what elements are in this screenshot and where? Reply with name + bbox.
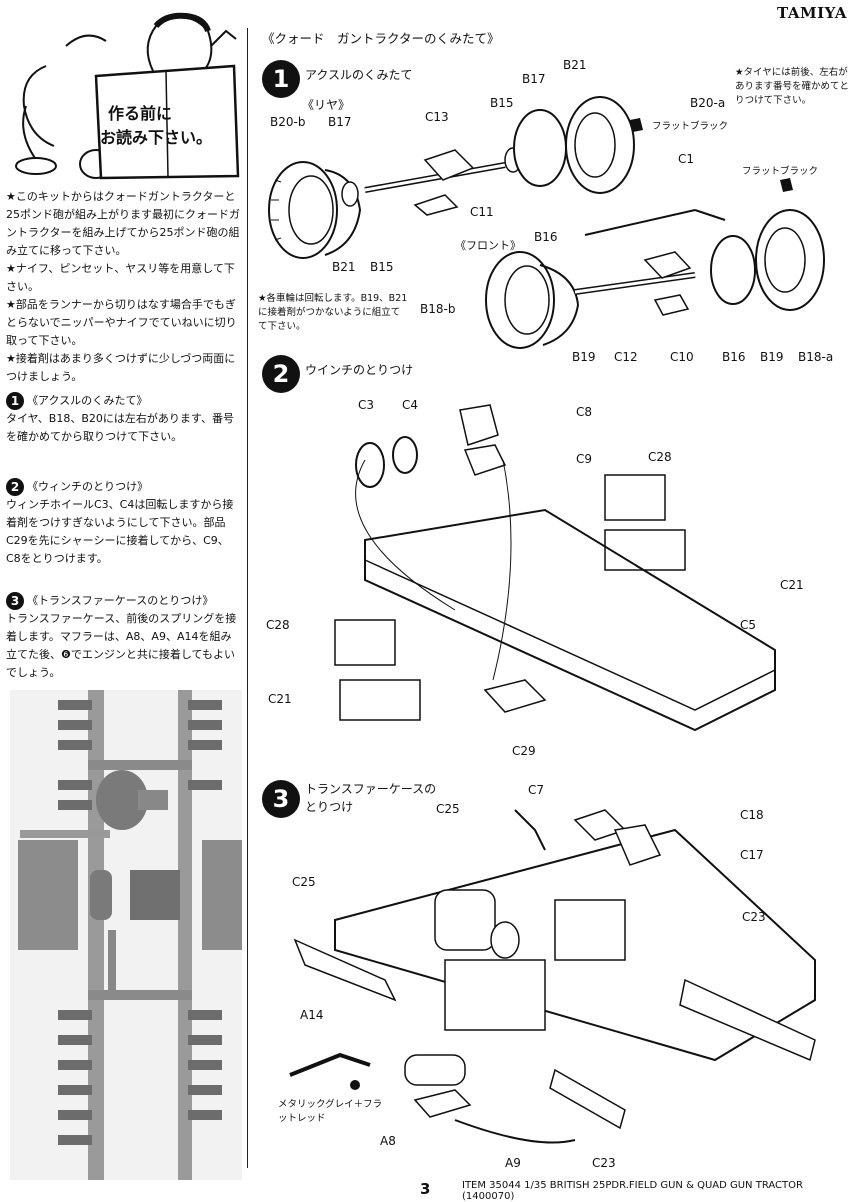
part-label: B16 — [722, 350, 746, 364]
part-label: C23 — [742, 910, 766, 924]
part-label: B20-a — [690, 96, 726, 110]
step2-drawing — [334, 404, 776, 732]
part-label: B15 — [490, 96, 514, 110]
step3-drawing — [289, 809, 816, 1144]
step1-badge: 1 — [262, 60, 300, 98]
part-label: A8 — [380, 1134, 396, 1148]
step2-badge: 2 — [262, 355, 300, 393]
sprue-photo — [10, 690, 242, 1180]
part-label: C25 — [436, 802, 460, 816]
part-label: C29 — [512, 744, 536, 758]
part-label: C25 — [292, 875, 316, 889]
bubble-line1: 作る前に — [108, 104, 173, 123]
intro-line-2: ★ナイフ、ピンセット、ヤスリ等を用意して下さい。 — [6, 262, 235, 293]
part-label: B17 — [328, 115, 352, 129]
flat-black-label-1: フラットブラック — [652, 121, 729, 132]
step2-label: ウインチのとりつけ — [305, 363, 414, 377]
step-text-3-title: 《トランスファーケースのとりつけ》 — [27, 594, 214, 607]
step1-rear-label: 《リヤ》 — [302, 98, 351, 112]
part-label: C12 — [614, 350, 638, 364]
part-label: B18-a — [798, 350, 834, 364]
intro-line-3: ★部品をランナーから切りはなす場合手でもぎとらないでニッパーやナイフでていねいに… — [6, 298, 237, 347]
part-label: C9 — [576, 452, 593, 466]
part-label: C23 — [592, 1156, 616, 1170]
intro-line-4: ★接着剤はあまり多くつけずに少しづつ両面につけましょう。 — [6, 352, 236, 383]
step1-front-label: 《フロント》 — [455, 239, 521, 252]
part-label: C1 — [678, 152, 695, 166]
part-label: C4 — [402, 398, 419, 412]
reader-illustration — [15, 12, 240, 180]
part-label: B19 — [572, 350, 596, 364]
column-divider — [247, 28, 248, 1168]
part-label: C18 — [740, 808, 764, 822]
step3-badge: 3 — [262, 780, 300, 818]
paint-note: メタリックグレイ＋フラットレッド — [278, 1099, 383, 1124]
bubble-line2: お読み下さい。 — [100, 128, 213, 147]
part-label: C21 — [780, 578, 804, 592]
part-label: B18-b — [420, 302, 456, 316]
step1-drawing — [268, 96, 825, 349]
intro-text: ★このキットからはクォードガントラクターと25ポンド砲が組み上がります最初にクォ… — [6, 188, 242, 386]
part-label: C11 — [470, 205, 494, 219]
step3-label-2: とりつけ — [305, 800, 354, 814]
step-text-2-title: 《ウィンチのとりつけ》 — [27, 480, 149, 493]
part-label: B20-b — [270, 115, 306, 129]
part-label: B16 — [534, 230, 558, 244]
part-label: C7 — [528, 783, 545, 797]
brand-logo: TAMIYA — [777, 4, 847, 22]
part-label: C28 — [266, 618, 290, 632]
step1-label: アクスルのくみたて — [305, 68, 413, 82]
part-label: C17 — [740, 848, 764, 862]
part-label: B19 — [760, 350, 784, 364]
step1-note-tire: ★タイヤには前後、左右があります番号を確かめてとりつけて下さい。 — [735, 67, 850, 106]
part-label: C13 — [425, 110, 449, 124]
step-text-1-num: 1 — [6, 392, 24, 410]
part-label: C8 — [576, 405, 593, 419]
part-label: C10 — [670, 350, 694, 364]
section-title: 《クォード ガントラクターのくみたて》 — [262, 31, 500, 46]
part-label: A14 — [300, 1008, 324, 1022]
part-label: B17 — [522, 72, 546, 86]
part-label: C21 — [268, 692, 292, 706]
step-text-2-num: 2 — [6, 478, 24, 496]
step3-label-1: トランスファーケースの — [305, 782, 437, 796]
part-label: C5 — [740, 618, 757, 632]
part-label: C3 — [358, 398, 375, 412]
part-label: C28 — [648, 450, 672, 464]
part-label: B21 — [563, 58, 587, 72]
intro-line-1: ★このキットからはクォードガントラクターと25ポンド砲が組み上がります最初にクォ… — [6, 190, 240, 257]
page-number: 3 — [420, 1180, 431, 1198]
step-text-2: 2《ウィンチのとりつけ》 ウィンチホイールC3、C4は回転しますから接着剤をつけ… — [6, 478, 242, 568]
step-text-3-num: 3 — [6, 592, 24, 610]
part-label: B21 — [332, 260, 356, 274]
step-text-3: 3《トランスファーケースのとりつけ》 トランスファーケース、前後のスプリングを接… — [6, 592, 242, 682]
step-text-2-body: ウィンチホイールC3、C4は回転しますから接着剤をつけすぎないようにして下さい。… — [6, 498, 234, 565]
item-footer: ITEM 35044 1/35 BRITISH 25PDR.FIELD GUN … — [462, 1180, 803, 1202]
step-text-3-body: トランスファーケース、前後のスプリングを接着します。マフラーは、A8、A9、A1… — [6, 612, 237, 679]
step-text-1: 1《アクスルのくみたて》 タイヤ、B18、B20には左右があります、番号を確かめ… — [6, 392, 242, 446]
step-text-1-body: タイヤ、B18、B20には左右があります、番号を確かめてから取りつけて下さい。 — [6, 412, 234, 443]
part-label: B15 — [370, 260, 394, 274]
flat-black-label-2: フラットブラック — [742, 166, 819, 177]
part-label: A9 — [505, 1156, 521, 1170]
step1-note-wheels: ★各車輪は回転します。B19、B21に接着剤がつかないように組立てて下さい。 — [258, 293, 408, 332]
step-text-1-title: 《アクスルのくみたて》 — [27, 394, 148, 407]
